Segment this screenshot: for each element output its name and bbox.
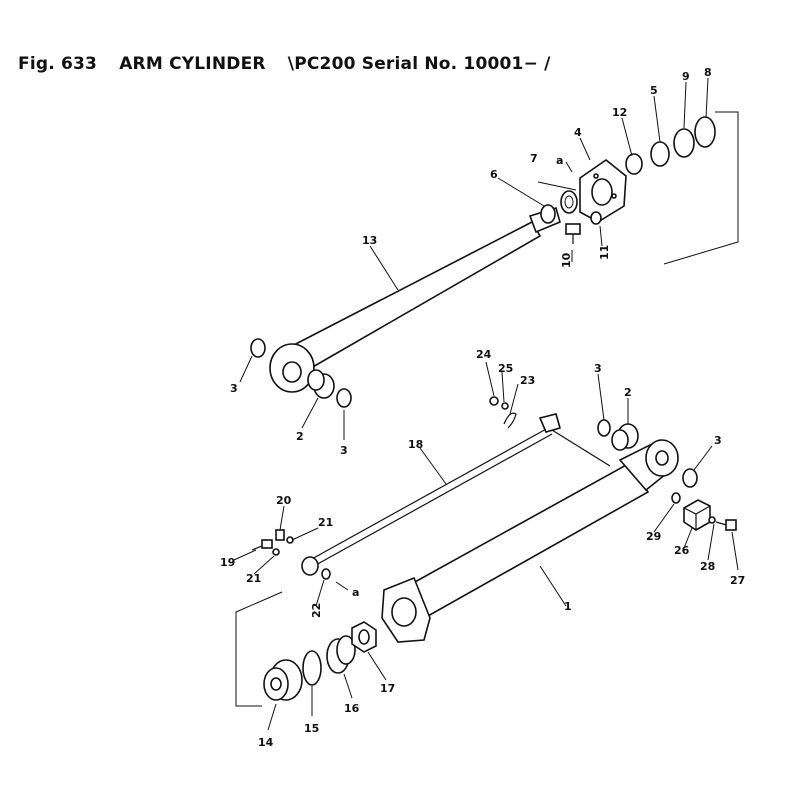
backup-ring: [673, 128, 695, 158]
pipe: [301, 413, 611, 576]
callout-26: 26: [674, 544, 690, 557]
callout-a-upper: a: [556, 154, 563, 167]
o-ring-large: [694, 116, 716, 148]
clamp-assembly-upper: [489, 396, 517, 429]
callout-a-lower: a: [352, 586, 359, 599]
buffer-ring: [650, 141, 670, 167]
cylinder-tube: [381, 438, 679, 643]
callout-1: 1: [564, 600, 572, 613]
callout-5: 5: [650, 84, 658, 97]
callout-28: 28: [700, 560, 715, 573]
dust-seal-left: [250, 338, 266, 358]
callout-24: 24: [476, 348, 492, 361]
clamp-assembly-lower: [251, 529, 294, 556]
tube-bushing: [611, 423, 639, 451]
callout-15: 15: [304, 722, 319, 735]
o-ring-head: [590, 211, 602, 225]
callout-21-lower: 21: [246, 572, 261, 585]
callout-2-upper: 2: [296, 430, 304, 443]
figure-name: ARM CYLINDER: [119, 54, 266, 74]
callout-11: 11: [598, 245, 611, 260]
callout-7: 7: [530, 152, 538, 165]
callout-3-lower-top: 3: [594, 362, 602, 375]
rod-seal-inner: [564, 195, 574, 209]
callout-25: 25: [498, 362, 513, 375]
callout-27: 27: [730, 574, 745, 587]
head-bolt: [565, 223, 581, 244]
piston: [263, 659, 303, 701]
figure-number: Fig. 633: [18, 54, 98, 74]
o-ring-tube: [671, 492, 681, 504]
rod-seal: [560, 190, 578, 214]
dust-seal-tube-end: [682, 468, 698, 488]
callout-8: 8: [704, 66, 712, 79]
valve-block: [683, 499, 711, 531]
callout-22: 22: [310, 603, 323, 618]
callout-10: 10: [560, 252, 573, 268]
callout-20: 20: [276, 494, 292, 507]
callout-16: 16: [344, 702, 360, 715]
callout-labels: 8 9 5 12 4 7 a 6 13 10 11 3 2 3 24 25 23…: [220, 66, 745, 749]
dust-seal-rod-end: [336, 388, 352, 408]
valve-bolt: [708, 516, 737, 531]
figure-serial: \PC200 Serial No. 10001− /: [287, 54, 551, 74]
callout-3-upper-left: 3: [230, 382, 238, 395]
callout-12: 12: [612, 106, 627, 119]
bushing-head: [625, 153, 643, 175]
snap-ring: [540, 204, 556, 224]
callout-2-lower: 2: [624, 386, 632, 399]
callout-19: 19: [220, 556, 235, 569]
leader-lines: [233, 77, 739, 731]
piston-nut: [351, 621, 377, 653]
piston-wear-ring: [326, 635, 356, 674]
callout-9: 9: [682, 70, 690, 83]
callout-29: 29: [646, 530, 661, 543]
piston-rod: [269, 206, 561, 393]
callout-13: 13: [362, 234, 377, 247]
dust-seal-tube-top: [597, 419, 611, 437]
callout-18: 18: [408, 438, 423, 451]
callout-14: 14: [258, 736, 274, 749]
frame-line-lower: [235, 591, 283, 707]
callout-3-lower-right: 3: [714, 434, 722, 447]
frame-line-upper: [663, 111, 739, 265]
rod-bushing: [307, 369, 335, 399]
figure-title: Fig. 633 ARM CYLINDER \PC200 Serial No. …: [18, 54, 567, 74]
cylinder-head: [579, 159, 627, 223]
callout-6: 6: [490, 168, 498, 181]
callout-4: 4: [574, 126, 582, 139]
callout-3-upper: 3: [340, 444, 348, 457]
callout-17: 17: [380, 682, 395, 695]
callout-23: 23: [520, 374, 535, 387]
o-ring-pipe: [321, 568, 331, 580]
piston-ring: [302, 650, 322, 686]
callout-21-upper: 21: [318, 516, 333, 529]
